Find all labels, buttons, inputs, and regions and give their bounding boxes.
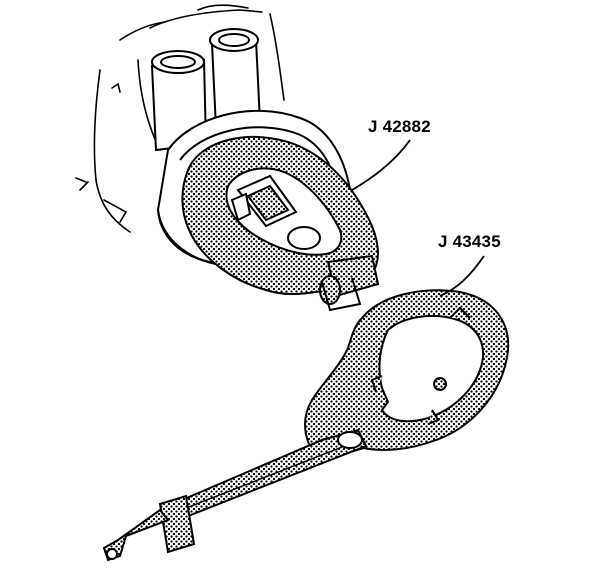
spanner-wrench-j43435 [102,289,510,562]
leader-lines [351,139,485,297]
leader-j42882 [351,139,411,191]
callout-j43435: J 43435 [438,232,501,251]
callout-j42882: J 42882 [368,117,431,136]
adapter-tool-j42882 [181,135,380,312]
leader-j43435 [439,255,485,297]
